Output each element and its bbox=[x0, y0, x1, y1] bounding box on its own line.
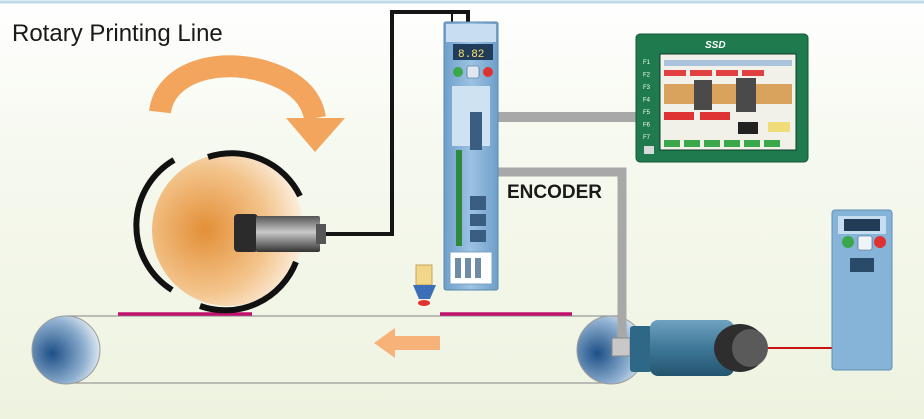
hmi-function-key-f2[interactable]: F2 bbox=[643, 73, 651, 79]
main-motor bbox=[611, 320, 768, 376]
hmi-function-key-f4[interactable]: F4 bbox=[643, 98, 651, 104]
drive-display-value: 8.82 bbox=[458, 49, 484, 61]
motor-cable bbox=[326, 10, 470, 236]
motor-drive-keypad[interactable] bbox=[857, 235, 873, 251]
page-title: Rotary Printing Line bbox=[12, 20, 223, 47]
hmi-function-key-f7[interactable]: F7 bbox=[643, 135, 651, 141]
hmi-brand: SSD bbox=[705, 40, 726, 51]
drive-stop-button[interactable] bbox=[483, 67, 493, 77]
hmi-function-key-f6[interactable]: F6 bbox=[643, 123, 651, 129]
rotation-arrow-icon bbox=[149, 55, 345, 152]
hmi-function-key-f1[interactable]: F1 bbox=[643, 60, 651, 66]
motor-drive-stop-button[interactable] bbox=[874, 236, 886, 248]
motor-drive-start-button[interactable] bbox=[842, 236, 854, 248]
hmi-function-key-f5[interactable]: F5 bbox=[643, 110, 651, 116]
drum-servo-motor bbox=[234, 214, 326, 252]
servo-drive: 8.82 bbox=[443, 21, 499, 291]
drive-terminal-strip bbox=[456, 150, 462, 246]
encoder-line bbox=[478, 167, 627, 346]
hmi-function-key-f3[interactable]: F3 bbox=[643, 85, 651, 91]
drive-start-button[interactable] bbox=[453, 67, 463, 77]
conveyor-belt bbox=[66, 312, 620, 384]
motor-drive bbox=[831, 209, 893, 371]
print-drum bbox=[133, 150, 304, 314]
print-mark-sensor-icon bbox=[413, 264, 436, 306]
drive-display bbox=[453, 44, 493, 60]
left-roller bbox=[31, 315, 101, 385]
hmi-link-line bbox=[480, 112, 636, 122]
web-direction-arrow-icon bbox=[374, 328, 440, 358]
encoder-label: ENCODER bbox=[507, 182, 603, 203]
drive-keypad[interactable] bbox=[466, 65, 480, 79]
